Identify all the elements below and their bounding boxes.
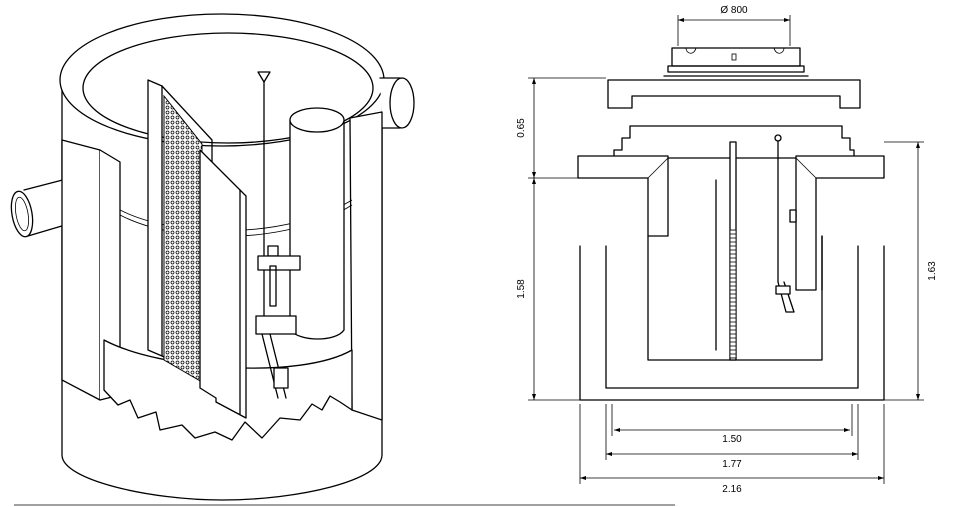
- left-wall-bracket: [577, 155, 669, 237]
- section-float: [774, 134, 797, 313]
- cut-wall-right: [349, 111, 383, 421]
- outlet-pipe: [379, 77, 415, 129]
- dim-right: 1.63: [884, 141, 938, 401]
- dim-diameter-label: Ø 800: [720, 5, 748, 16]
- section-screen: [715, 141, 737, 361]
- dim-bottom: 1.50 1.77 2.16: [579, 404, 885, 495]
- tank-rim-inner: [82, 32, 374, 144]
- riser-cylinder: [289, 107, 345, 340]
- manhole-cover: [663, 47, 809, 77]
- float-switch: [255, 71, 301, 399]
- dim-158-label: 1.58: [516, 279, 527, 299]
- cut-wall-left: [61, 139, 101, 401]
- filter-screen: [147, 79, 213, 383]
- dim-diameter: Ø 800: [677, 5, 791, 46]
- dim-065-label: 0.65: [516, 118, 527, 138]
- dim-left: 0.65 1.58: [516, 77, 606, 401]
- isometric-cutaway-view: [10, 13, 415, 501]
- tank-outer-wall: [579, 245, 885, 401]
- section-view: Ø 800 0.65 1.58 1.63 1.50: [516, 5, 938, 495]
- tank-inner-floor: [605, 245, 859, 389]
- cover-slab: [607, 79, 861, 109]
- screen-mesh: [163, 94, 203, 383]
- dim-216-label: 2.16: [722, 484, 742, 495]
- baffle-plate: [199, 149, 247, 419]
- right-wall-bracket: [795, 155, 885, 291]
- dim-163-label: 1.63: [927, 261, 938, 281]
- dim-177-label: 1.77: [722, 459, 742, 470]
- dim-150-label: 1.50: [722, 434, 742, 445]
